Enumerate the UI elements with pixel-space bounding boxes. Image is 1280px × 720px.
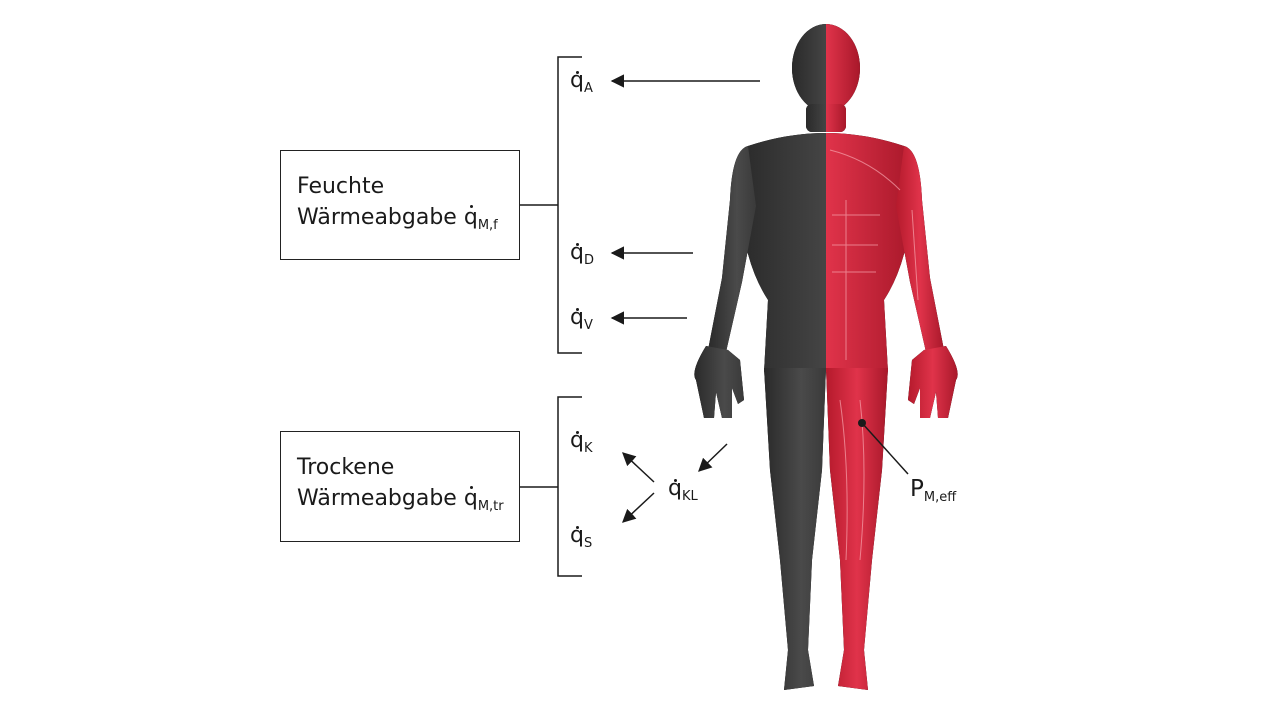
box-feuchte-line2: Wärmeabgabe qM,f [297, 202, 519, 233]
label-qK: qK [570, 428, 593, 456]
box-feuchte-symbol: q [464, 202, 478, 233]
arrow-qKL-in [698, 443, 728, 472]
box-feuchte-sub: M,f [477, 218, 498, 233]
arrow-qK [622, 452, 655, 483]
arrow-qS [622, 492, 655, 523]
box-feuchte-line1: Feuchte [297, 174, 385, 199]
label-qS: qS [570, 523, 593, 551]
label-qD: qD [570, 240, 594, 268]
bracket-feuchte [519, 56, 582, 354]
box-trockene-sub: M,tr [477, 499, 504, 514]
label-qKL: qKL [668, 476, 698, 504]
human-figure [694, 24, 958, 690]
box-trockene-text: Wärmeabgabe [297, 486, 464, 511]
box-trockene-symbol: q [464, 483, 478, 514]
box-trockene-waermeabgabe: Trockene Wärmeabgabe qM,tr [280, 431, 520, 542]
box-feuchte-text: Wärmeabgabe [297, 205, 464, 230]
bracket-trockene [519, 396, 582, 577]
box-trockene-line1: Trockene [297, 455, 395, 480]
pointer-pMeff [861, 422, 909, 475]
pointer-dot-pMeff [858, 419, 866, 427]
label-pMeff: PM,eff [910, 476, 957, 505]
box-trockene-line2: Wärmeabgabe qM,tr [297, 483, 519, 514]
box-feuchte-waermeabgabe: Feuchte Wärmeabgabe qM,f [280, 150, 520, 260]
label-qV: qV [570, 305, 593, 333]
label-qA: qA [570, 68, 593, 96]
